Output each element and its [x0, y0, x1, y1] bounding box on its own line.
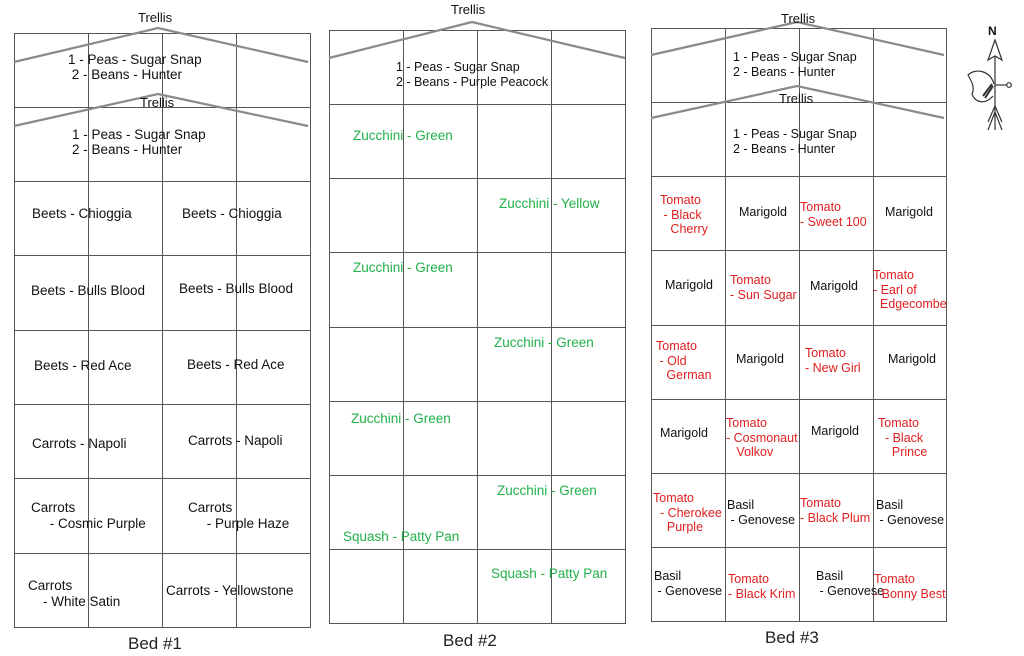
bed1-trellis-planting: 1 - Peas - Sugar Snap 2 - Beans - Hunter	[68, 52, 202, 82]
trellis-lines	[13, 20, 945, 128]
bed1-cell: Beets - Red Ace	[34, 358, 132, 373]
bed3-cell: Tomato - Black Cherry	[660, 193, 708, 236]
bed1-trellis-planting: 1 - Peas - Sugar Snap 2 - Beans - Hunter	[72, 127, 206, 157]
bed3-trellis-planting: 1 - Peas - Sugar Snap 2 - Beans - Hunter	[733, 50, 857, 79]
bed1-cell: Carrots - Napoli	[32, 436, 127, 451]
bed1-cell: Carrots - Cosmic Purple	[31, 500, 146, 531]
bed3-cell: Tomato - Sun Sugar	[730, 273, 797, 302]
bed3-trellis-planting: 1 - Peas - Sugar Snap 2 - Beans - Hunter	[733, 127, 857, 156]
bed1-cell: Beets - Red Ace	[187, 357, 285, 372]
bed1-cell: Beets - Chioggia	[182, 206, 282, 221]
bed1-cell: Beets - Bulls Blood	[179, 281, 294, 296]
bed2-trellis-label: Trellis	[451, 2, 486, 17]
bed3-cell: Marigold	[810, 279, 858, 293]
bed2-label: Bed #2	[443, 631, 497, 650]
bed3-cell: Marigold	[888, 352, 936, 366]
bed3-cell: Marigold	[739, 205, 787, 219]
bed2-trellis-planting: 1 - Peas - Sugar Snap 2 - Beans - Purple…	[396, 60, 549, 89]
bed3-cell: Tomato - New Girl	[805, 346, 861, 375]
bed2-cell: Zucchini - Green	[494, 335, 594, 350]
bed2-cell: Squash - Patty Pan	[343, 529, 460, 544]
bed3-cell: Marigold	[665, 278, 713, 292]
compass-north-label: N	[988, 24, 997, 38]
bed3-cell: Tomato - Sweet 100	[800, 200, 867, 229]
bed3-cell: Tomato - Cosmonaut Volkov	[726, 416, 798, 459]
bed3-cell: Marigold	[736, 352, 784, 366]
bed1-cell: Beets - Chioggia	[32, 206, 132, 221]
bed3-cell: Basil - Genovese	[816, 569, 885, 598]
bed1-cell: Carrots - White Satin	[28, 578, 121, 609]
bed1-cell: Carrots - Purple Haze	[188, 500, 290, 531]
bed3-cell: Marigold	[660, 426, 708, 440]
bed2-cell: Zucchini - Green	[351, 411, 451, 426]
bed3-cell: Tomato - Old German	[656, 339, 712, 382]
bed3-cell: Tomato - Black Krim	[728, 572, 796, 601]
bed3-cell: Marigold	[885, 205, 933, 219]
bed3-cell: Tomato - Bonny Best	[874, 572, 946, 601]
bed1-cell: Carrots - Napoli	[188, 433, 283, 448]
bed3-cell: Tomato - Cherokee Purple	[653, 491, 722, 534]
bed2-cell: Zucchini - Green	[353, 128, 453, 143]
bed3-cell: Basil - Genovese	[876, 498, 945, 527]
bed3-label: Bed #3	[765, 628, 819, 647]
bed1-cell: Beets - Bulls Blood	[31, 283, 146, 298]
bed2-cell: Zucchini - Green	[353, 260, 453, 275]
bed1-trellis-label: Trellis	[140, 95, 175, 110]
bed1-trellis-label: Trellis	[138, 10, 173, 25]
bed3-trellis-label: Trellis	[781, 11, 816, 26]
compass-rose-icon	[967, 38, 1012, 131]
bed3-cell: Tomato - Black Plum	[800, 496, 871, 525]
bed1-label: Bed #1	[128, 634, 182, 653]
bed1-cell: Carrots - Yellowstone	[166, 583, 294, 598]
bed3-cell: Basil - Genovese	[727, 498, 796, 527]
bed2-cell: Zucchini - Yellow	[499, 196, 600, 211]
bed3-trellis-label: Trellis	[779, 91, 814, 106]
bed3-cell: Basil - Genovese	[654, 569, 723, 598]
bed3-cell: Tomato - Black Prince	[878, 416, 928, 459]
bed2-cell: Zucchini - Green	[497, 483, 597, 498]
bed3-cell: Marigold	[811, 424, 859, 438]
bed2-cell: Squash - Patty Pan	[491, 566, 608, 581]
bed3-cell: Tomato - Earl of Edgecombe	[873, 268, 947, 311]
